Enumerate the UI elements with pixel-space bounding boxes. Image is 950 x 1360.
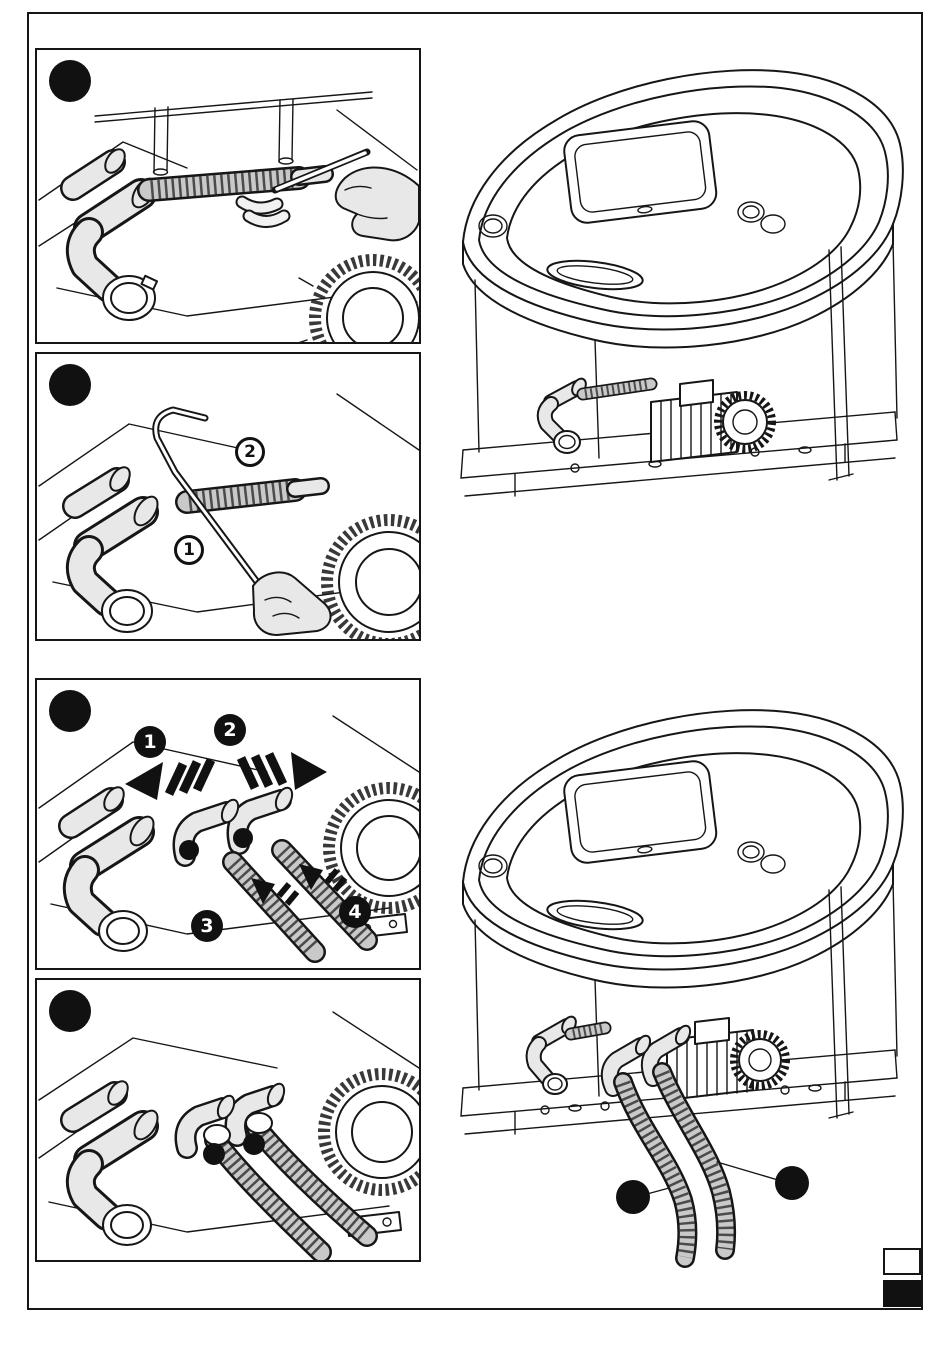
page-marker-dark xyxy=(883,1280,921,1307)
illustration-hoses-connected xyxy=(38,1011,419,1260)
pump-assembly xyxy=(536,377,776,463)
union-elbows xyxy=(174,1082,286,1159)
callout-tool: 1 xyxy=(174,535,204,565)
hand-with-marker xyxy=(271,148,419,242)
hose-callout-right xyxy=(775,1166,809,1200)
overview-top xyxy=(455,50,915,580)
support-posts xyxy=(474,239,898,481)
step-badge xyxy=(49,60,91,102)
step-panel-3: 1 2 3 4 xyxy=(35,678,421,970)
hose-cutting-tool xyxy=(152,406,267,594)
clamp-callout-dot xyxy=(203,1143,225,1165)
clamp-callout-dot xyxy=(243,1133,265,1155)
tub-rim xyxy=(462,709,904,989)
callout-leader-lines xyxy=(646,1161,779,1195)
union-elbows xyxy=(172,786,294,867)
pump-union-fittings xyxy=(62,466,159,633)
overview-bottom xyxy=(455,690,915,1275)
illustration-mark-hose xyxy=(38,91,419,342)
step-badge xyxy=(49,990,91,1032)
direction-arrows xyxy=(125,752,327,800)
hose-callout-left xyxy=(616,1180,650,1214)
tub-details xyxy=(478,760,786,931)
step-panel-4 xyxy=(35,978,421,1262)
callout-right-fitting: 2 xyxy=(214,714,246,746)
step-badge xyxy=(49,690,91,732)
callout-left-hose: 3 xyxy=(191,910,223,942)
hose-push-arrows xyxy=(251,864,348,906)
support-posts xyxy=(474,879,898,1119)
pump-union-fittings xyxy=(60,1080,159,1246)
corrugated-hoses xyxy=(203,1112,378,1260)
callout-left-fitting: 1 xyxy=(134,726,166,758)
step-panel-2: 2 1 xyxy=(35,352,421,641)
pump-union-fittings xyxy=(58,786,155,952)
spa-underside-with-drain-hoses xyxy=(460,709,904,1268)
spa-underside-with-pump xyxy=(460,69,904,497)
tailpipes xyxy=(152,98,294,176)
illustration-fit-hoses xyxy=(38,715,419,963)
hand-holding-hose xyxy=(235,195,291,228)
callout-hose: 2 xyxy=(235,437,265,467)
step-panel-1 xyxy=(35,48,421,344)
pump-motor xyxy=(298,254,419,342)
union-elbows xyxy=(600,1024,692,1097)
page-marker-light xyxy=(883,1248,921,1275)
pump-motor xyxy=(321,514,419,639)
corrugated-hose xyxy=(175,477,330,514)
illustration-cut-hose xyxy=(38,393,419,639)
step-badge xyxy=(49,364,91,406)
tub-details xyxy=(478,120,786,291)
callout-right-hose: 4 xyxy=(339,896,371,928)
hand-holding-tool xyxy=(252,571,332,636)
drain-hoses xyxy=(613,1062,737,1268)
